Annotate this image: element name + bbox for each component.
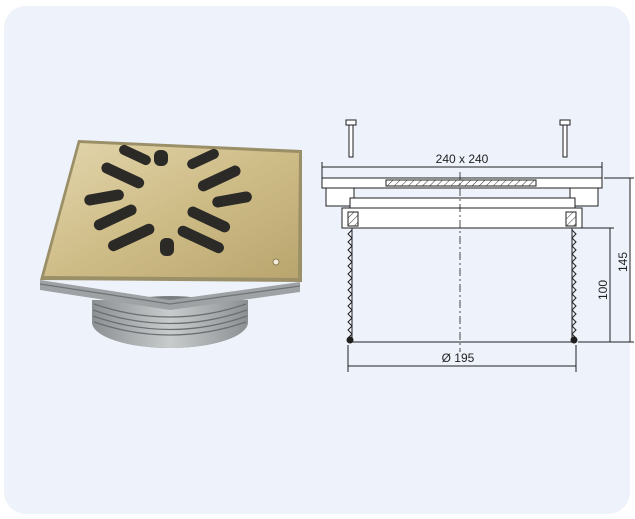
total-height-label: 145: [616, 252, 630, 272]
body-height-label: 100: [596, 280, 610, 300]
diameter-label: Ø 195: [442, 351, 475, 365]
drain-photo: [39, 140, 302, 348]
technical-drawing: [321, 119, 634, 372]
screw-left: [345, 119, 357, 158]
screw-right: [559, 119, 571, 158]
grate-size-label: 240 x 240: [436, 152, 489, 166]
grate-slots: [84, 144, 252, 256]
